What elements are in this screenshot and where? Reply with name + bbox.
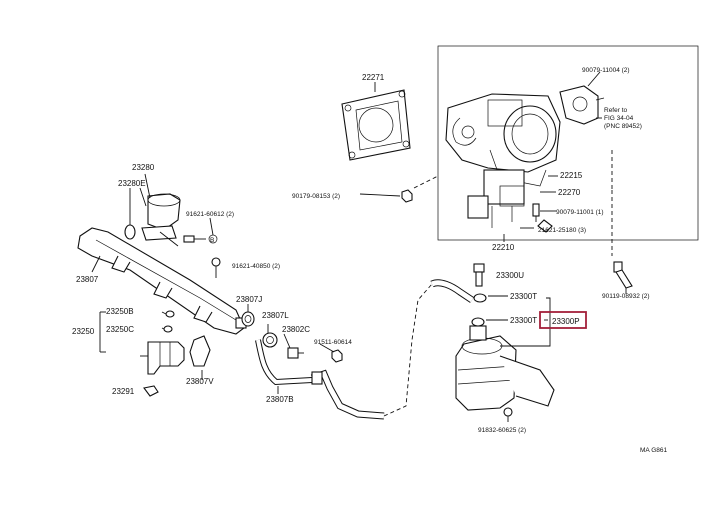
label-23250C[interactable]: 23250C bbox=[106, 325, 134, 334]
fuel-filter[interactable] bbox=[455, 325, 555, 411]
throttle-body-group-frame bbox=[437, 45, 699, 241]
bolt-icon[interactable] bbox=[401, 189, 413, 203]
bolt-icon[interactable] bbox=[473, 263, 485, 287]
label-23807L[interactable]: 23807L bbox=[262, 311, 289, 320]
label-23250[interactable]: 23250 bbox=[72, 327, 95, 336]
washer-icon[interactable] bbox=[473, 293, 487, 303]
selected-part-highlight[interactable] bbox=[539, 311, 587, 329]
label-90079-11004[interactable]: 90079-11004 (2) bbox=[582, 67, 630, 74]
label-23807J[interactable]: 23807J bbox=[236, 295, 262, 304]
label-23291[interactable]: 23291 bbox=[112, 387, 135, 396]
label-91832-60625[interactable]: 91832-60625 (2) bbox=[478, 427, 526, 434]
throttle-gasket[interactable] bbox=[341, 89, 411, 161]
washer-icon[interactable] bbox=[241, 311, 255, 327]
throttle-body[interactable] bbox=[445, 93, 561, 228]
label-23250B[interactable]: 23250B bbox=[106, 307, 134, 316]
label-23300P[interactable]: 23300P bbox=[552, 317, 580, 326]
bolt-icon[interactable] bbox=[287, 347, 304, 359]
stud-bolt[interactable] bbox=[613, 261, 633, 289]
injector-insulator[interactable] bbox=[189, 335, 211, 367]
label-90119-08932[interactable]: 90119-08932 (2) bbox=[602, 293, 650, 300]
bolt-icon[interactable] bbox=[211, 257, 221, 267]
washer-icon[interactable] bbox=[262, 332, 278, 348]
label-90179-08153[interactable]: 90179-08153 (2) bbox=[292, 193, 340, 200]
bolt-icon[interactable] bbox=[532, 203, 540, 222]
label-22210[interactable]: 22210 bbox=[492, 243, 515, 252]
pressure-regulator[interactable] bbox=[141, 193, 181, 247]
fuel-delivery-pipe[interactable] bbox=[77, 227, 247, 335]
label-90079-11001[interactable]: 90079-11001 (1) bbox=[556, 209, 604, 216]
label-23807B[interactable]: 23807B bbox=[266, 395, 294, 404]
label-23280E[interactable]: 23280E bbox=[118, 179, 146, 188]
clip-icon[interactable] bbox=[537, 219, 553, 233]
label-91621-40850[interactable]: 91621-40850 (2) bbox=[232, 263, 280, 270]
bolt-icon[interactable] bbox=[331, 349, 343, 363]
bolt-icon[interactable] bbox=[183, 235, 206, 243]
washer-icon[interactable] bbox=[163, 325, 173, 333]
svg-text:B: B bbox=[210, 237, 214, 244]
refer-to-line1: Refer to bbox=[604, 107, 628, 114]
label-23280[interactable]: 23280 bbox=[132, 163, 155, 172]
figure-code: MA G861 bbox=[640, 447, 667, 454]
refer-to-line2[interactable]: FIG 34-04 bbox=[604, 115, 634, 122]
label-22270[interactable]: 22270 bbox=[558, 188, 581, 197]
label-22215[interactable]: 22215 bbox=[560, 171, 583, 180]
label-21621-25180[interactable]: 21621-25180 (3) bbox=[538, 227, 586, 234]
refer-to-line3: (PNC 89452) bbox=[604, 123, 642, 130]
washer-icon[interactable] bbox=[471, 317, 485, 327]
label-23300T-top[interactable]: 23300T bbox=[510, 292, 537, 301]
fuel-injector[interactable] bbox=[147, 341, 185, 375]
bolt-icon[interactable] bbox=[503, 407, 513, 417]
label-23802C[interactable]: 23802C bbox=[282, 325, 310, 334]
label-23300U[interactable]: 23300U bbox=[496, 271, 524, 280]
clip-icon[interactable] bbox=[143, 385, 159, 397]
label-23807[interactable]: 23807 bbox=[76, 275, 99, 284]
label-91621-60612[interactable]: 91621-60612 (2) bbox=[186, 211, 234, 218]
label-23300T[interactable]: 23300T bbox=[510, 316, 537, 325]
washer-icon[interactable] bbox=[124, 224, 136, 240]
fuel-hose[interactable] bbox=[255, 339, 385, 420]
washer-icon[interactable] bbox=[165, 310, 175, 318]
hose-end[interactable] bbox=[430, 279, 474, 303]
label-23807V[interactable]: 23807V bbox=[186, 377, 214, 386]
label-91511-60614[interactable]: 91511-60614 bbox=[314, 339, 352, 346]
label-22271[interactable]: 22271 bbox=[362, 73, 385, 82]
